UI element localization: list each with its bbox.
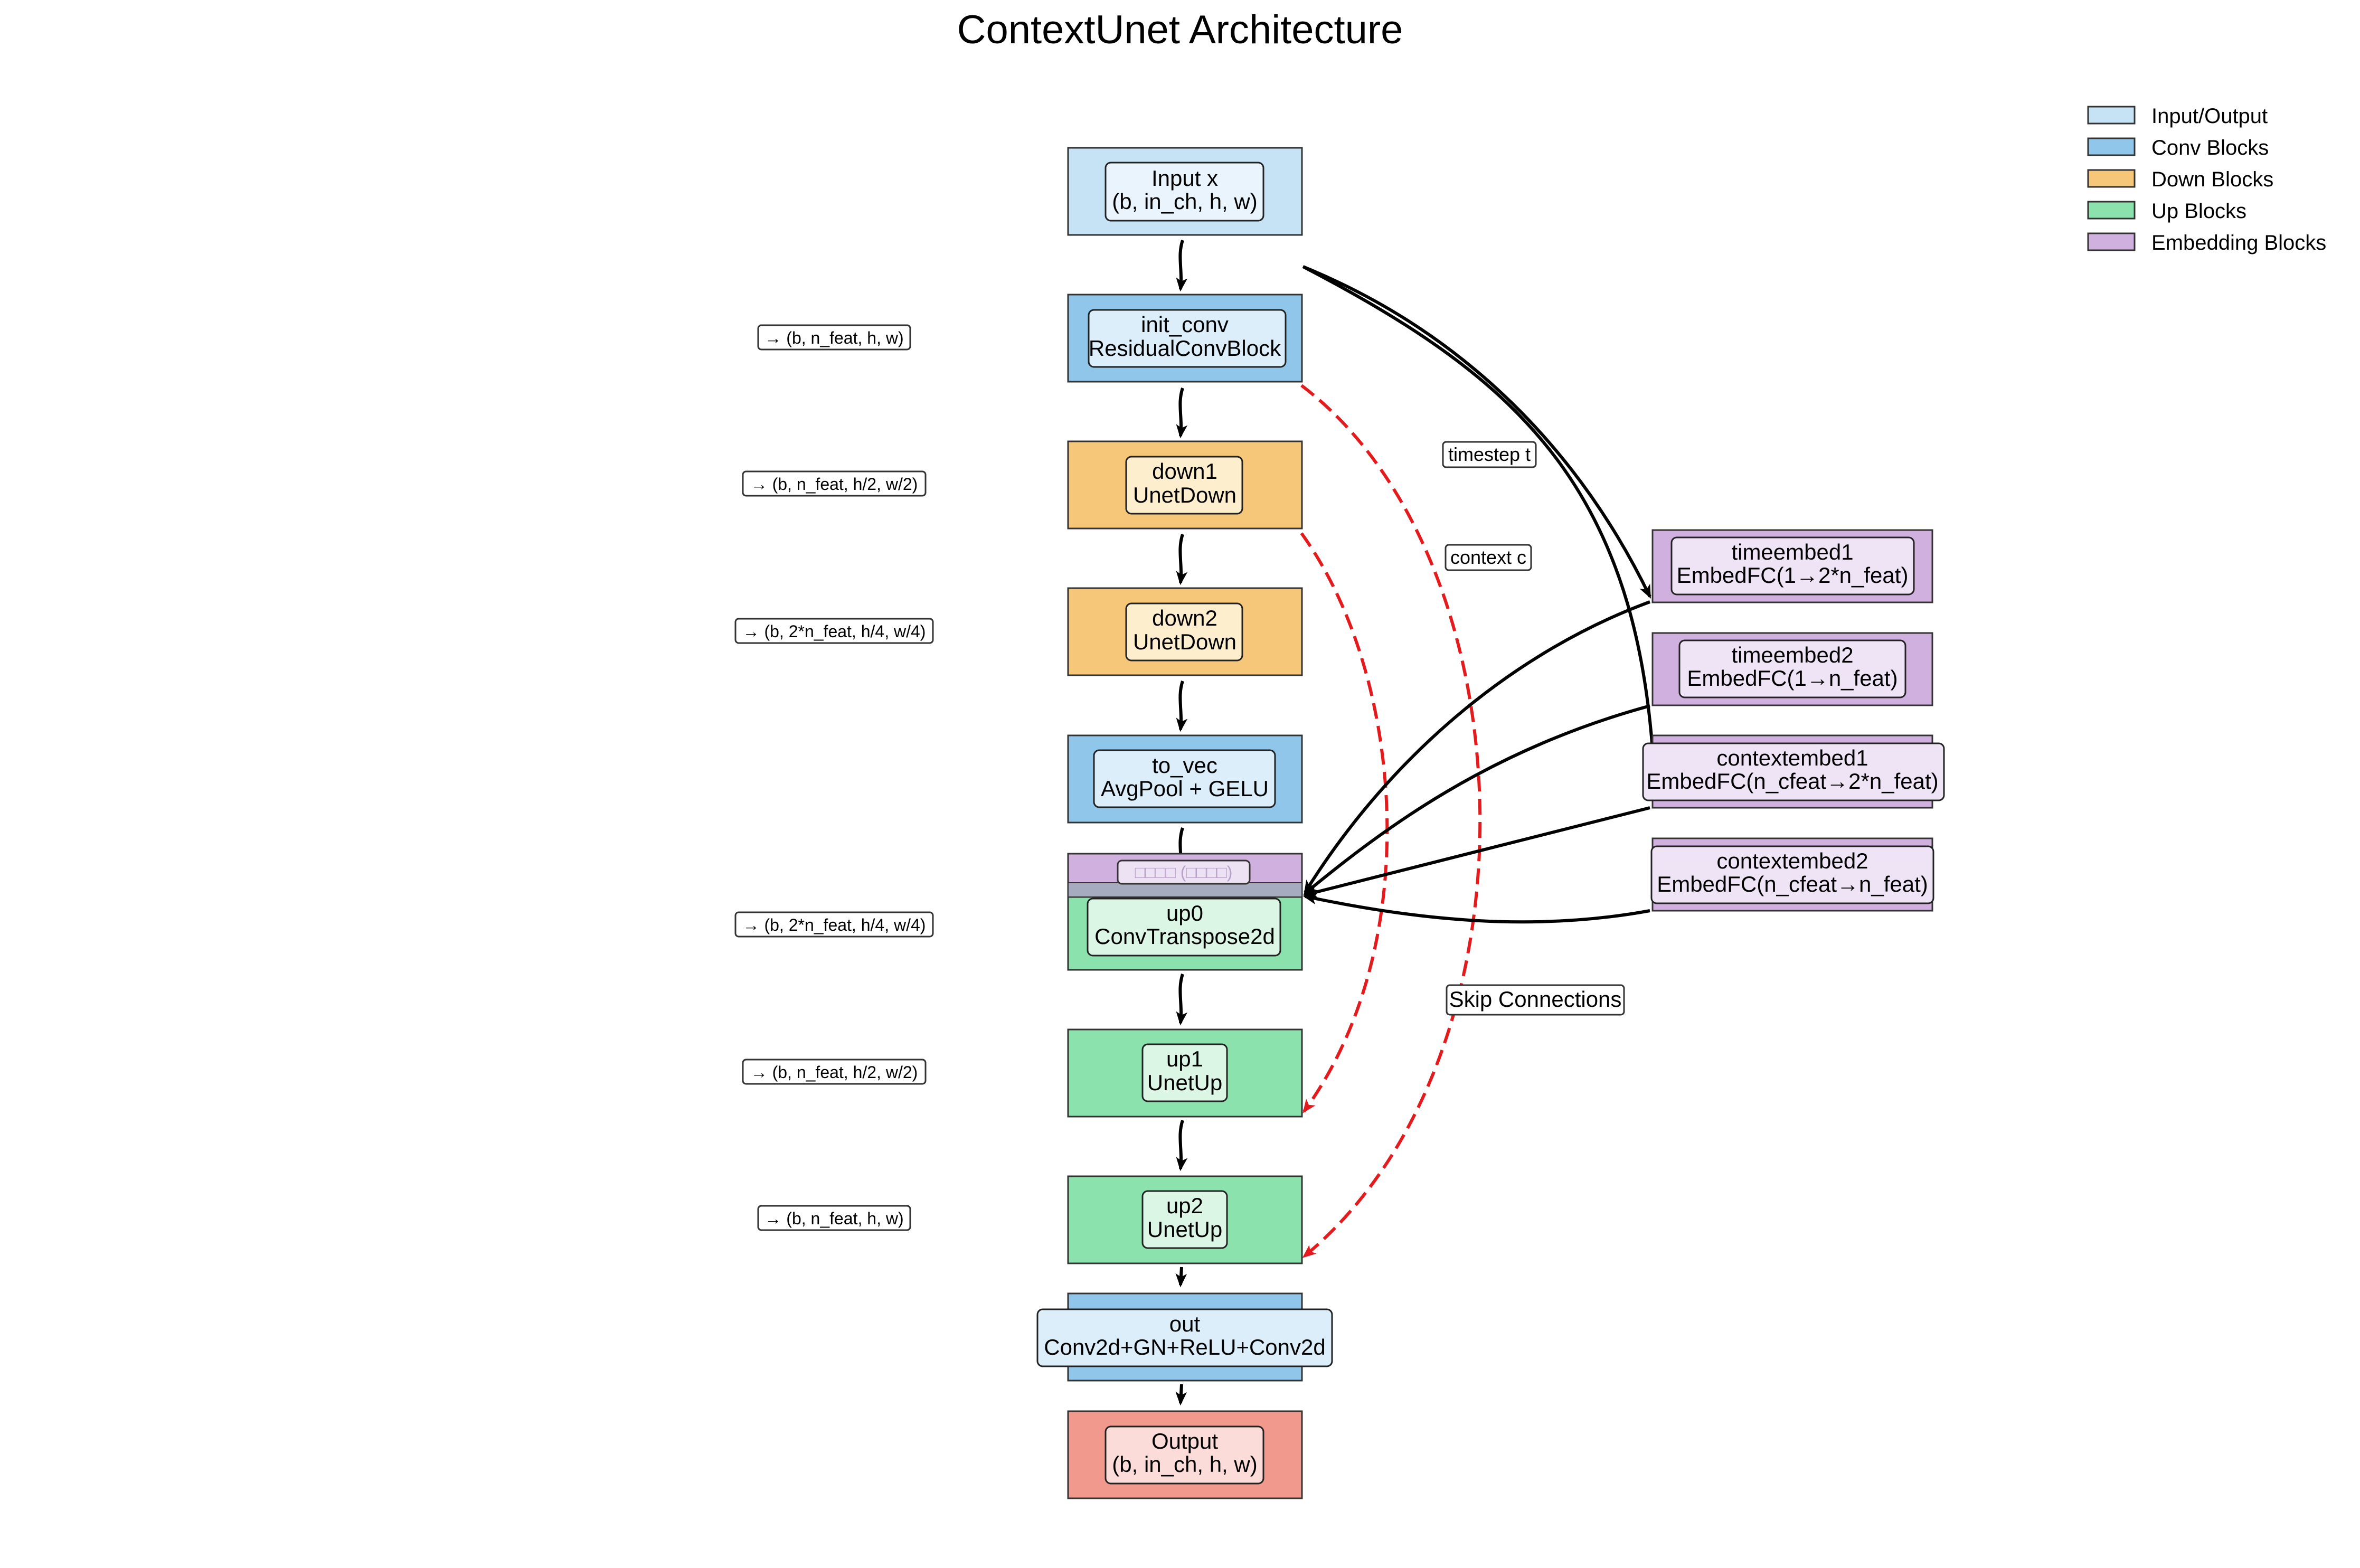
shape-label-up2: → (b, n_feat, h, w) [764,1209,903,1228]
block-out-detail: Conv2d+GN+ReLU+Conv2d [1044,1335,1326,1359]
block-to-vec: to_vec AvgPool + GELU [1067,734,1303,824]
legend-swatch-embedding [2087,232,2136,251]
shape-annotations: → (b, n_feat, h, w) → (b, n_feat, h/2, w… [734,324,934,1231]
legend-label-embedding: Embedding Blocks [2151,231,2326,254]
block-up0: □□□□ (□□□□) up0 ConvTranspose2d [1067,853,1303,971]
arrow-down1-to-down2 [1176,534,1188,585]
arrow-out-to-output [1175,1384,1187,1406]
shape-label-up0: → (b, 2*n_feat, h/4, w/4) [743,915,926,934]
shape-label-up1: → (b, n_feat, h/2, w/2) [751,1063,918,1082]
block-out-name: out [1169,1311,1201,1336]
shape-label-init-conv: → (b, n_feat, h, w) [764,328,903,347]
arrow-up0-to-up1 [1176,974,1188,1026]
block-timeembed1-detail: EmbedFC(1→2*n_feat) [1677,563,1909,588]
main-flow-arrows [1175,240,1661,1406]
block-down1: down1 UnetDown [1067,440,1303,530]
skip-arrow-init-to-up2 [1300,384,1482,1258]
block-up0-detail: ConvTranspose2d [1094,924,1275,949]
block-to-vec-name: to_vec [1152,753,1217,778]
legend-label-up: Up Blocks [2151,200,2246,223]
block-up2: up2 UnetUp [1067,1175,1303,1264]
shape-label-down1: → (b, n_feat, h/2, w/2) [751,475,918,494]
arrow-input-to-init [1176,240,1188,292]
legend: Input/Output Conv Blocks Down Blocks Up … [2087,105,2326,254]
diagram-title: ContextUnet Architecture [957,7,1403,52]
block-up0-name: up0 [1166,901,1203,925]
arrow-contextembed2-to-up0 [1302,893,1650,924]
block-timeembed1-name: timeembed1 [1731,540,1853,564]
block-up1-name: up1 [1166,1046,1203,1071]
block-input-detail: (b, in_ch, h, w) [1112,189,1257,214]
block-timeembed2: timeembed2 EmbedFC(1→n_feat) [1651,632,1933,706]
block-up2-name: up2 [1166,1193,1203,1218]
legend-label-input-output: Input/Output [2151,105,2268,128]
block-contextembed1-detail: EmbedFC(n_cfeat→2*n_feat) [1646,769,1938,794]
arrow-up1-to-up2 [1176,1120,1188,1172]
block-down2-name: down2 [1152,606,1217,630]
legend-swatch-down [2087,169,2136,188]
legend-swatch-up [2087,201,2136,220]
block-timeembed1: timeembed1 EmbedFC(1→2*n_feat) [1651,529,1933,603]
block-down2-detail: UnetDown [1133,629,1236,654]
arrow-down2-to-tovec [1176,681,1188,732]
block-up1-detail: UnetUp [1147,1070,1222,1095]
arrow-up2-to-out [1175,1267,1187,1288]
block-to-vec-detail: AvgPool + GELU [1101,776,1269,801]
legend-label-conv: Conv Blocks [2151,136,2269,159]
context-label: context c [1450,546,1526,568]
block-init-conv: init_conv ResidualConvBlock [1067,294,1303,383]
block-init-conv-name: init_conv [1141,312,1229,337]
shape-label-down2: → (b, 2*n_feat, h/4, w/4) [743,622,926,641]
block-input: Input x (b, in_ch, h, w) [1067,147,1303,236]
block-down2: down2 UnetDown [1067,587,1303,676]
block-output-name: Output [1151,1429,1218,1453]
block-init-conv-detail: ResidualConvBlock [1089,336,1281,361]
block-input-name: Input x [1151,166,1218,191]
arrow-contextembed1-to-up0 [1302,806,1650,898]
arrow-timeembed2-to-up0 [1303,704,1650,895]
skip-connections [1300,384,1482,1258]
embed-overlay-text: □□□□ (□□□□) [1135,863,1233,882]
connection-annotations: timestep t context c Skip Connections [1442,441,1625,1016]
legend-swatch-input-output [2087,106,2136,125]
arrow-input-to-timeembed1 [1302,265,1651,599]
block-contextembed2-name: contextembed2 [1716,848,1868,873]
block-down1-name: down1 [1152,459,1217,484]
block-contextembed2-detail: EmbedFC(n_cfeat→n_feat) [1657,872,1928,896]
block-out: out Conv2d+GN+ReLU+Conv2d [1036,1292,1333,1382]
skip-connections-label: Skip Connections [1449,987,1622,1012]
block-timeembed2-name: timeembed2 [1731,643,1853,667]
block-up2-detail: UnetUp [1147,1217,1222,1242]
block-output-detail: (b, in_ch, h, w) [1112,1452,1257,1477]
block-contextembed1-name: contextembed1 [1716,745,1868,770]
block-down1-detail: UnetDown [1133,483,1236,507]
block-contextembed2: contextembed2 EmbedFC(n_cfeat→n_feat) [1650,837,1934,912]
skip-arrow-down1-to-up1 [1300,532,1389,1113]
block-timeembed2-detail: EmbedFC(1→n_feat) [1687,666,1898,691]
block-up1: up1 UnetUp [1067,1028,1303,1118]
arrow-input-to-contextembed1 [1302,265,1661,805]
arrow-timeembed1-to-up0 [1304,600,1651,894]
arrow-init-to-down1 [1176,388,1188,439]
legend-swatch-conv [2087,137,2136,156]
block-output: Output (b, in_ch, h, w) [1067,1410,1303,1499]
legend-label-down: Down Blocks [2151,168,2273,191]
timestep-label: timestep t [1448,443,1531,465]
block-contextembed1: contextembed1 EmbedFC(n_cfeat→2*n_feat) [1642,734,1945,809]
